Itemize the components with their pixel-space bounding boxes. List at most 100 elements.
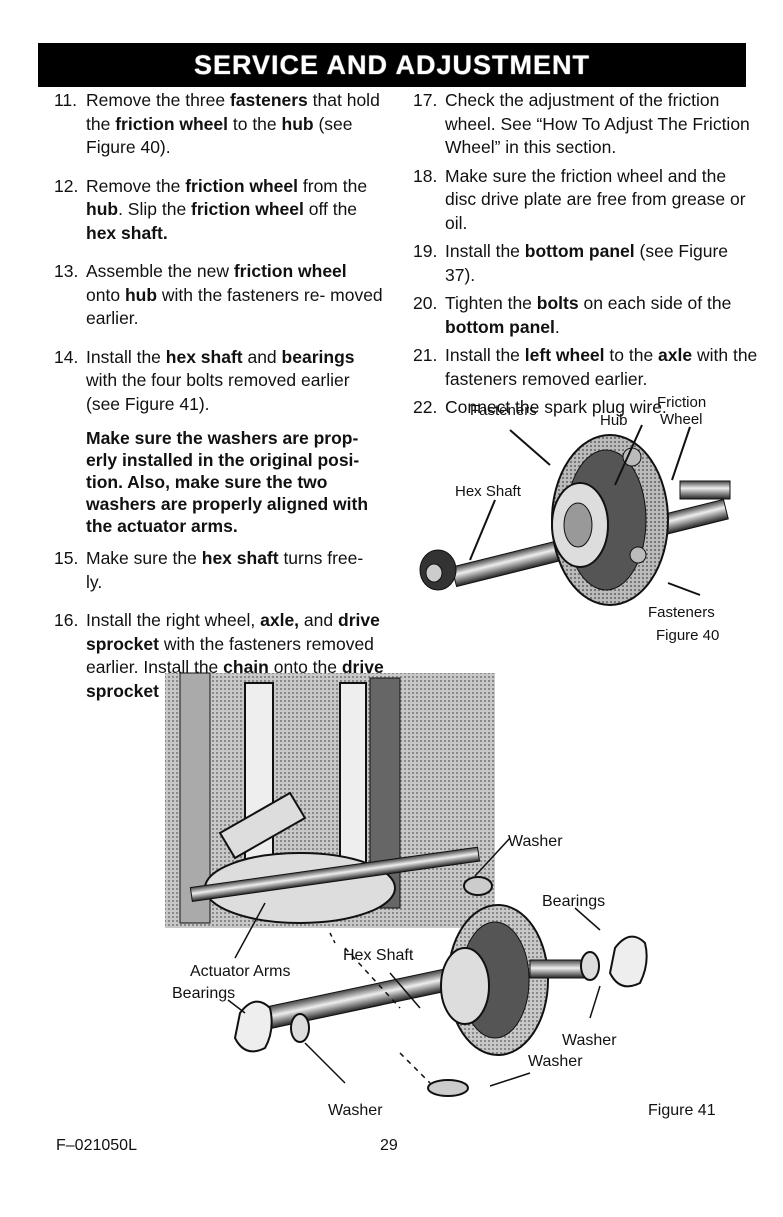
instruction-step: 20. Tighten the bolts on each side of the… <box>413 292 758 339</box>
step-number: 18. <box>413 165 438 186</box>
right-column: 17. Check the adjustment of the friction … <box>413 89 758 425</box>
instruction-step: 14. Install the hex shaft and bearings wi… <box>54 346 384 417</box>
fig40-label-fasteners-bottom: Fasteners <box>648 604 715 621</box>
washer-warning-note: Make sure the washers are prop- erly ins… <box>86 428 369 536</box>
section-banner: SERVICE AND ADJUSTMENT <box>38 43 746 87</box>
step-text: and <box>242 346 282 367</box>
instruction-step: 11.Remove the three fasteners that hold … <box>54 89 384 160</box>
step-number: 15. <box>54 548 79 568</box>
page-number: 29 <box>380 1137 398 1154</box>
step-text: Make sure the friction wheel and the dis… <box>445 165 746 233</box>
step-text-bold: hex shaft. <box>86 222 168 243</box>
step-number: 16. <box>54 610 79 630</box>
figure-40: Fasteners Hub Friction Wheel Hex Shaft F… <box>419 394 731 644</box>
step-text: . Slip the <box>118 199 192 219</box>
section-title: SERVICE AND ADJUSTMENT <box>193 49 591 80</box>
figure-41: Washer Bearings Hex Shaft Actuator Arms … <box>165 672 716 1119</box>
step-text-bold: friction wheel <box>115 113 228 134</box>
step-text: Install the right wheel, <box>86 610 261 630</box>
step-number: 21. <box>413 345 438 365</box>
step-text: Assemble the new <box>86 261 234 281</box>
instruction-step: 13.Assemble the new friction wheel onto … <box>54 260 384 331</box>
step-number: 11. <box>54 90 78 110</box>
step-text-bold: drive sprocket <box>86 610 380 654</box>
step-text-bold: bottom panel <box>445 316 555 337</box>
fig40-label-hub: Hub <box>600 412 628 429</box>
fig41-label-hex-shaft: Hex Shaft <box>343 947 414 964</box>
fig40-label-fasteners-top: Fasteners <box>470 402 537 419</box>
step-text-bold: hub <box>86 199 119 219</box>
step-text: off the <box>303 199 358 219</box>
step-text-bold: bottom panel <box>524 241 635 261</box>
fig41-caption: Figure 41 <box>648 1102 716 1119</box>
step-text-bold: friction wheel <box>185 175 299 196</box>
step-text-bold: hub <box>124 284 158 305</box>
friction-wheel-assembly-drawing <box>419 434 731 606</box>
step-text: Check the adjustment of the friction whe… <box>445 90 750 157</box>
instruction-step: 19.Install the bottom panel (see Figure … <box>413 240 758 287</box>
fig41-label-actuator-arms: Actuator Arms <box>190 963 290 980</box>
instruction-step: 17. Check the adjustment of the friction … <box>413 89 758 160</box>
step-number: 14. <box>54 346 79 367</box>
step-number: 13. <box>54 261 79 281</box>
instruction-step: 12. Remove the friction wheel from the hu… <box>54 175 384 246</box>
step-text: . <box>554 316 560 337</box>
step-text: Install the <box>86 346 166 367</box>
step-text: turns free- ly. <box>86 548 364 592</box>
step-number: 20. <box>413 293 438 313</box>
fig41-label-bearings-left: Bearings <box>172 985 235 1002</box>
step-text-bold: axle, <box>260 610 300 630</box>
left-column: 11.Remove the three fasteners that hold … <box>54 89 384 718</box>
step-text-bold: friction wheel <box>233 261 347 281</box>
instruction-step: 22. Connect the spark plug wire. <box>413 396 758 420</box>
drive-assembly-drawing <box>165 672 648 1097</box>
step-text-bold: hub <box>281 113 314 134</box>
step-text-bold: bolts <box>536 293 579 313</box>
instruction-step: 15. Make sure the hex shaft turns free- l… <box>54 547 384 594</box>
step-text: Install the <box>445 345 525 365</box>
step-text-bold: left wheel <box>524 345 605 365</box>
step-text-bold: chain <box>223 657 269 677</box>
steps-list-left: 11.Remove the three fasteners that hold … <box>54 89 384 703</box>
step-text: (see Figure 40). <box>86 113 353 158</box>
fig41-label-washer-right: Washer <box>562 1032 617 1049</box>
step-number: 17. <box>413 90 438 110</box>
steps-list-right: 17. Check the adjustment of the friction … <box>413 89 758 420</box>
step-text: Connect the spark plug wire. <box>445 397 667 417</box>
step-text-bold: friction wheel <box>191 199 304 219</box>
fig41-label-washer-mid: Washer <box>528 1053 583 1070</box>
step-text: onto <box>86 284 125 305</box>
fig40-caption: Figure 40 <box>656 627 719 644</box>
step-text: with the fasteners removed earlier. Inst… <box>86 633 374 678</box>
step-text-bold: drive sprocket <box>86 657 384 701</box>
step-text: and <box>299 610 338 630</box>
fig40-label-friction: Friction <box>657 394 706 411</box>
step-text: Make sure the <box>86 548 202 568</box>
fig40-label-wheel: Wheel <box>660 411 703 428</box>
instruction-step: 21. Install the left wheel to the axle wi… <box>413 344 758 391</box>
step-text: Remove the three <box>86 90 230 110</box>
step-text: Tighten the <box>445 293 537 313</box>
fig41-label-washer-top: Washer <box>508 833 563 850</box>
step-text: with the fasteners removed earlier. <box>445 345 758 389</box>
step-number: 12. <box>54 175 79 196</box>
step-number: 22. <box>413 397 438 417</box>
step-text-bold: hex shaft <box>201 548 279 568</box>
step-text-bold: axle <box>658 345 693 365</box>
step-text: to the <box>604 345 659 365</box>
step-text: with the four bolts removed earlier (see… <box>86 370 350 414</box>
instruction-step: 18. Make sure the friction wheel and the … <box>413 165 758 236</box>
step-text: from the <box>298 175 368 196</box>
step-text: (see Figure 37). <box>445 241 729 285</box>
step-text: Remove the <box>86 175 186 196</box>
step-text: on each side of the <box>578 293 732 313</box>
document-code: F–021050L <box>56 1137 137 1154</box>
step-text: to the <box>228 113 282 134</box>
step-text-bold: fasteners <box>229 90 308 110</box>
step-text: with the fasteners re- moved earlier. <box>86 284 383 329</box>
step-text: onto the <box>268 657 342 677</box>
step-text-bold: bearings <box>281 346 355 367</box>
fig40-label-hex-shaft: Hex Shaft <box>455 483 522 500</box>
step-text-bold: hex shaft <box>165 346 243 367</box>
step-text: Install the <box>445 241 525 261</box>
